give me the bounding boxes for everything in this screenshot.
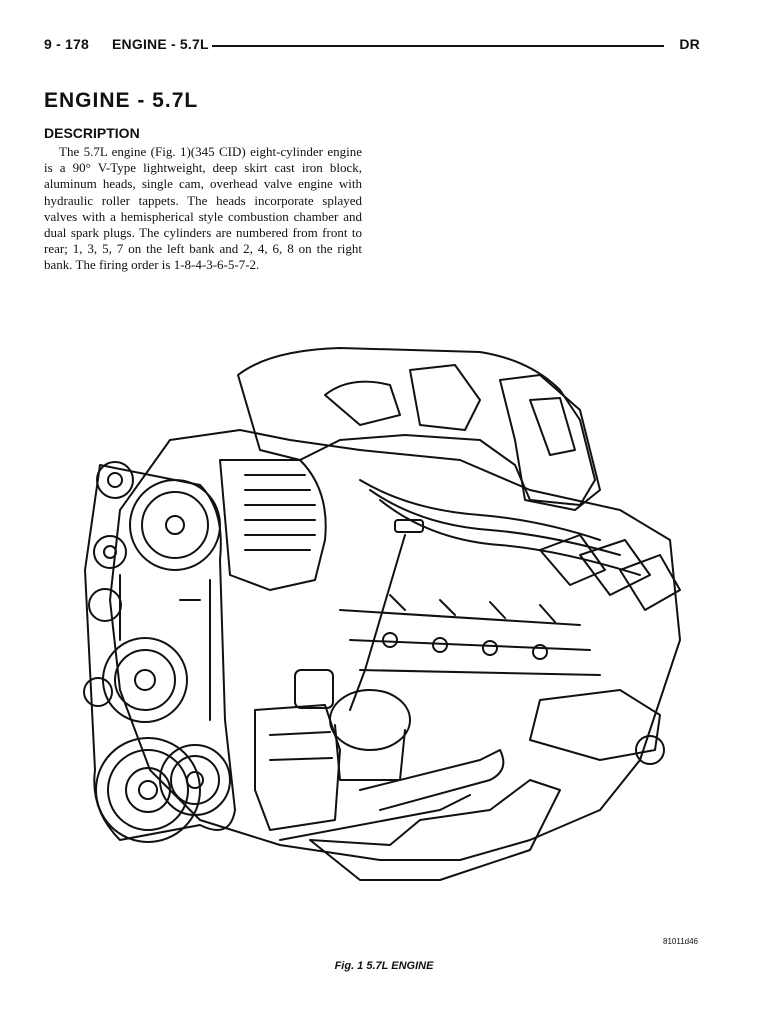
oil-pan	[309, 779, 561, 881]
exhaust-manifold	[529, 689, 661, 761]
intake-duct	[409, 364, 481, 431]
alternator	[219, 459, 327, 591]
serpentine-belt	[84, 464, 236, 841]
oil-line	[359, 749, 505, 811]
page-number: 9 - 178	[44, 36, 89, 52]
air-box	[499, 374, 601, 511]
idler-pulley-2	[83, 677, 113, 707]
spark-plug-wires	[359, 479, 641, 576]
figure-id: 81011d46	[663, 937, 698, 946]
air-box-detail	[529, 397, 576, 456]
page-title: ENGINE - 5.7L	[44, 89, 199, 112]
water-pump-pulley	[102, 637, 188, 723]
header-rule	[212, 45, 664, 47]
page-header: 9 - 178 ENGINE - 5.7L DR	[44, 36, 700, 56]
ignition-coils	[539, 534, 681, 611]
ac-compressor-pulley	[159, 744, 231, 816]
valve-cover-bar	[339, 609, 601, 676]
power-steering-reservoir	[254, 704, 341, 831]
section-title: ENGINE - 5.7L	[112, 36, 209, 52]
figure-caption: Fig. 1 5.7L ENGINE	[334, 960, 434, 972]
description-body: The 5.7L engine (Fig. 1)(345 CID) eight-…	[44, 144, 362, 274]
air-intake-housing	[237, 347, 596, 506]
transmission-cooler-line	[279, 794, 471, 841]
crankshaft-damper	[95, 737, 201, 843]
vehicle-code: DR	[679, 36, 700, 52]
description-heading: DESCRIPTION	[44, 125, 140, 141]
dipstick-tube	[349, 534, 406, 711]
oil-filter	[329, 689, 411, 751]
description-paragraph: The 5.7L engine (Fig. 1)(345 CID) eight-…	[44, 144, 362, 273]
idler-pulley-1	[93, 535, 127, 569]
intake-inner-shape	[324, 380, 401, 426]
engine-illustration	[83, 347, 681, 881]
tensioner-pulley	[88, 588, 122, 622]
